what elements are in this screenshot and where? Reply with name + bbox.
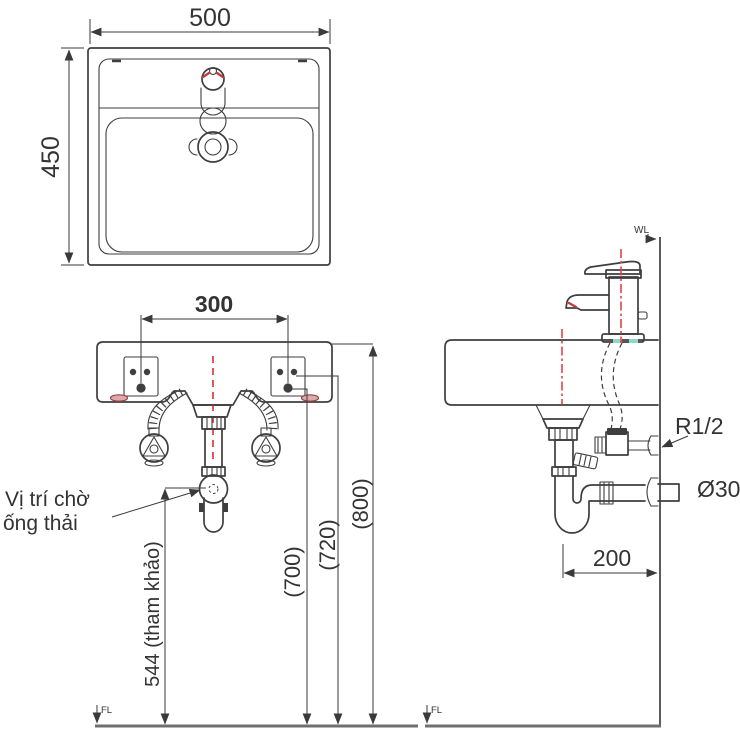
- waste-position-note: Vị trí chờ ống thải: [3, 488, 201, 535]
- stop-valve-right: [251, 427, 281, 467]
- dim-depth-450: 450: [37, 47, 84, 266]
- dim-label-800: (800): [348, 478, 373, 529]
- sink-inner-rim: [98, 58, 320, 255]
- bracket-bolts: [129, 368, 298, 393]
- faucet-plan: [188, 66, 238, 163]
- angle-valve-side: [594, 428, 659, 456]
- supply-hose-right: [238, 388, 279, 431]
- floor-label-right: FL: [431, 705, 442, 716]
- fixing-slot-right: [300, 394, 320, 402]
- supply-hose-left: [147, 388, 188, 431]
- waste-pipe-label: Ø30: [697, 476, 740, 502]
- dim-label-300: 300: [195, 291, 233, 317]
- stop-valve-left: [139, 427, 169, 467]
- spout-accent: [567, 301, 578, 309]
- dim-label-450: 450: [37, 136, 65, 178]
- dim-label-720: (720): [315, 519, 340, 570]
- drain-hole: [197, 131, 229, 163]
- front-installation-view: 300 Vị trí chờ ống thải 544 (tham khảo) …: [3, 291, 418, 728]
- gasket-accent-left: [613, 339, 622, 343]
- drain-assembly-side: [535, 404, 680, 534]
- dim-label-700: (700): [280, 546, 305, 597]
- dim-width-500: 500: [89, 4, 331, 44]
- fixing-slot-left: [109, 394, 129, 402]
- sink-outer-rim: [87, 47, 331, 266]
- dim-height-700: (700): [280, 388, 312, 725]
- dim-height-800: (800): [332, 343, 378, 725]
- note-line-2: ống thải: [3, 512, 78, 535]
- side-installation-view: WL R1/2: [422, 225, 740, 728]
- note-line-1: Vị trí chờ: [5, 488, 90, 511]
- plan-view: 500 450: [37, 4, 331, 266]
- dim-drain-height-544: 544 (tham khảo): [142, 487, 206, 725]
- drain-assembly-front: [192, 404, 232, 533]
- dim-trap-offset-200: 200: [562, 544, 658, 578]
- faucet-lever: [584, 260, 641, 275]
- waste-pipe-stub: [657, 483, 680, 502]
- faucet-spout: [565, 294, 610, 311]
- wall-level-marker: WL: [634, 225, 657, 244]
- dim-label-544: 544 (tham khảo): [142, 541, 164, 687]
- sink-body-side: [444, 339, 659, 406]
- dim-label-500: 500: [189, 4, 231, 32]
- dim-label-200: 200: [593, 545, 631, 571]
- supply-thread-callout: R1/2: [661, 413, 724, 448]
- faucet-side: [565, 249, 648, 343]
- sink-body-front: [96, 341, 333, 406]
- gasket-accent-right: [629, 339, 638, 343]
- wall-label: WL: [634, 225, 649, 236]
- floor-label-left: FL: [101, 705, 112, 716]
- basin-outline: [105, 117, 314, 253]
- dim-height-720: (720): [296, 375, 343, 725]
- dim-hole-spacing-300: 300: [140, 291, 289, 383]
- supply-thread-label: R1/2: [675, 413, 724, 439]
- faucet-hot-cold-marks: [201, 71, 225, 79]
- supply-hoses-side: [600, 342, 623, 430]
